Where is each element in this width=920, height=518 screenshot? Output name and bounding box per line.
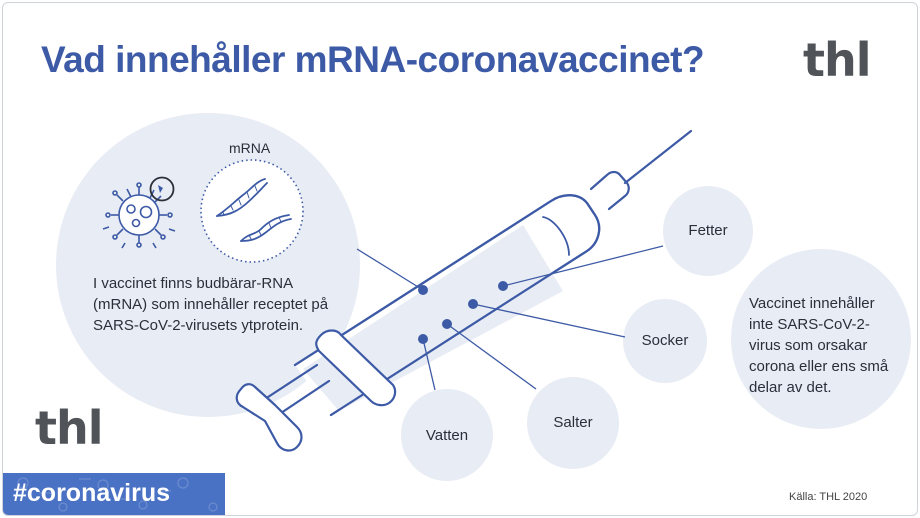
- thl-logo-bottom: thl: [35, 401, 104, 455]
- mrna-circle: [200, 159, 304, 263]
- thl-logo: thl: [803, 33, 872, 87]
- note-text: Vaccinet innehåller inte SARS-CoV-2-viru…: [749, 295, 889, 396]
- connector-lines: [356, 245, 664, 391]
- illustration-layer: [56, 113, 911, 481]
- virus-icon: [102, 176, 176, 249]
- ingredient-label-vatten: Vatten: [425, 427, 469, 444]
- source-credit: Källa: THL 2020: [789, 491, 868, 503]
- ingredient-label-salter: Salter: [553, 414, 593, 431]
- note-circle: [731, 249, 911, 429]
- page-title: Vad innehåller mRNA-coronavaccinet?: [41, 39, 705, 80]
- mrna-label: mRNA: [229, 140, 271, 156]
- connector-dots: [418, 281, 508, 344]
- hashtag-text: #coronavirus: [13, 479, 171, 507]
- vatten-circle: [401, 389, 493, 481]
- syringe-illustration: [235, 129, 693, 452]
- mrna-strand-icon: [216, 178, 292, 242]
- ingredient-label-fetter: Fetter: [688, 222, 728, 239]
- banner-pattern: [17, 477, 218, 512]
- intro-text: I vaccinet finns budbärar-RNA (mRNA) som…: [93, 275, 329, 334]
- fetter-circle: [663, 186, 753, 276]
- hashtag-banner: #coronavirus: [3, 473, 225, 515]
- salter-circle: [527, 377, 619, 469]
- socker-circle: [623, 299, 707, 383]
- ingredient-label-socker: Socker: [641, 332, 689, 349]
